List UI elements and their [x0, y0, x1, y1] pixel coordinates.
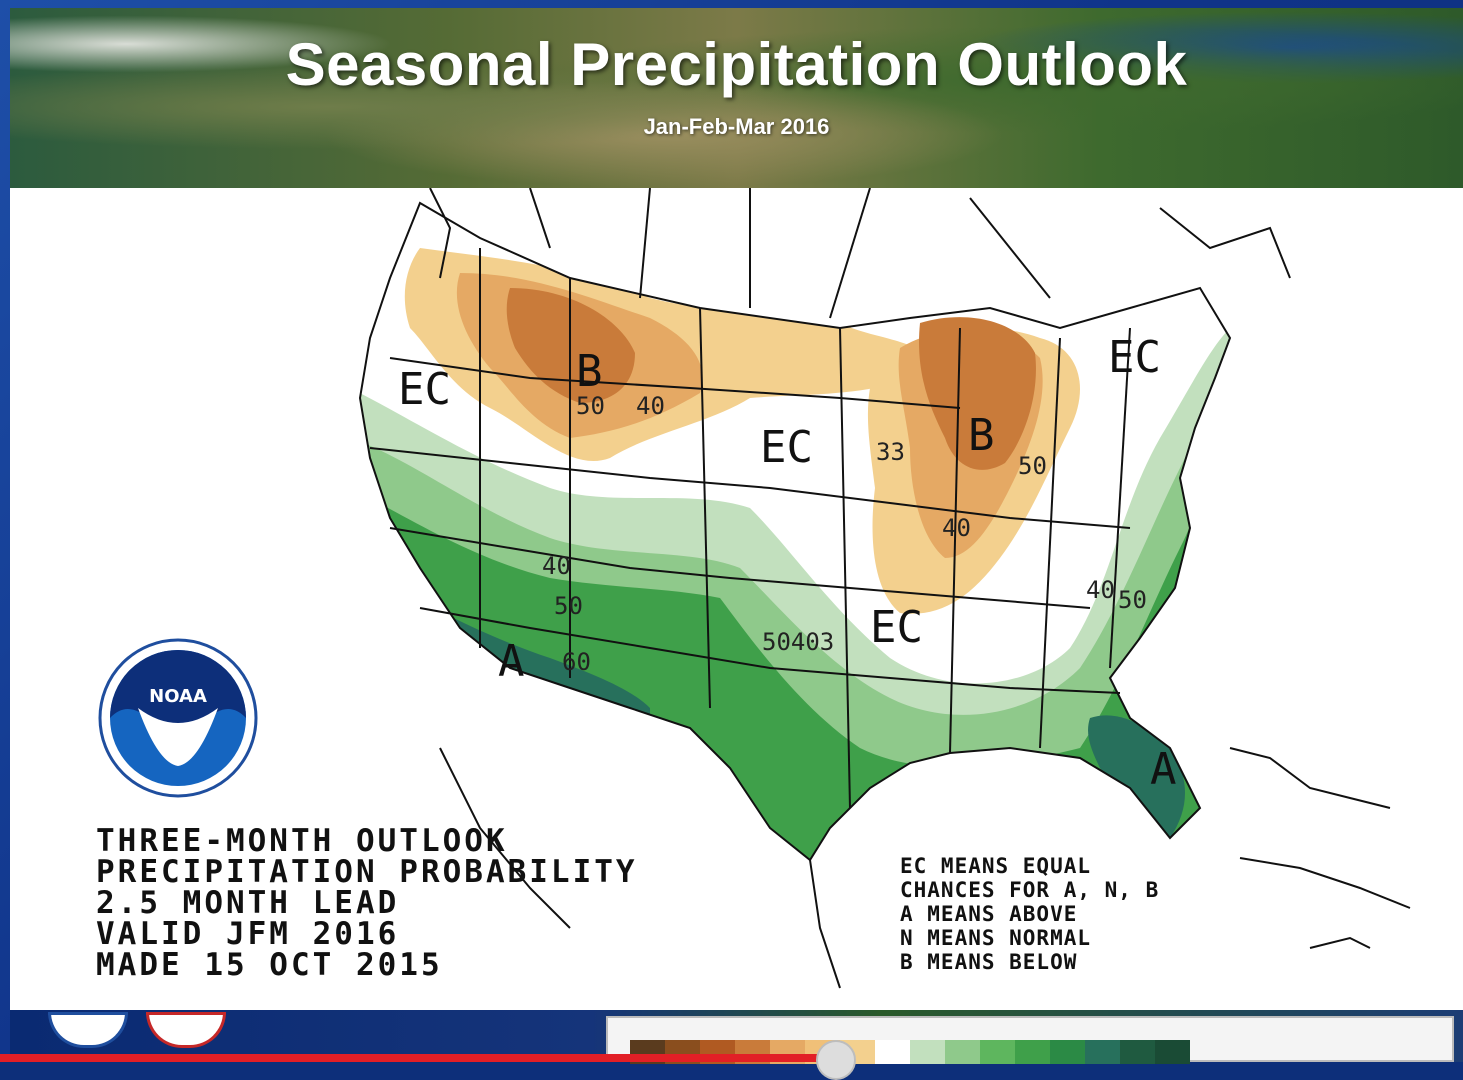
- info-line: VALID JFM 2016: [96, 916, 400, 952]
- region-below-50-great-lakes: [919, 317, 1036, 470]
- legend-line: B MEANS BELOW: [900, 950, 1078, 974]
- map-legend-text: EC MEANS EQUAL CHANCES FOR A, N, B A MEA…: [900, 854, 1159, 974]
- contour-label-tx-series: 50403: [762, 628, 835, 656]
- label-b-montana: B: [576, 346, 603, 397]
- outlook-info: THREE-MONTH OUTLOOK PRECIPITATION PROBAB…: [96, 826, 638, 981]
- contour-label-se-40: 40: [1086, 576, 1115, 604]
- banner-background: Seasonal Precipitation Outlook Jan-Feb-M…: [10, 8, 1463, 188]
- legend-line: CHANCES FOR A, N, B: [900, 878, 1160, 902]
- label-ec-new-england: EC: [1108, 332, 1161, 383]
- info-line: MADE 15 OCT 2015: [96, 947, 443, 983]
- color-scale-swatch: [945, 1040, 980, 1064]
- color-scale-swatch: [1015, 1040, 1050, 1064]
- color-scale-swatch: [1050, 1040, 1085, 1064]
- contour-label-sw-60: 60: [562, 648, 591, 676]
- contour-label-sw-40: 40: [542, 552, 571, 580]
- contour-label-gl-33: 33: [876, 438, 905, 466]
- label-a-southwest: A: [498, 636, 525, 687]
- region-above-60-florida: [1088, 715, 1185, 838]
- contour-label-gl-50: 50: [1018, 452, 1047, 480]
- info-line: PRECIPITATION PROBABILITY: [96, 854, 638, 890]
- noaa-logo: NOAA: [98, 638, 258, 798]
- state-borders: [358, 201, 1232, 862]
- color-scale-swatch: [980, 1040, 1015, 1064]
- legend-line: A MEANS ABOVE: [900, 902, 1078, 926]
- contour-label-sw-50: 50: [554, 592, 583, 620]
- label-ec-mississippi: EC: [870, 602, 923, 653]
- color-scale-swatch: [1155, 1040, 1190, 1064]
- contour-label-nw-50: 50: [576, 392, 605, 420]
- info-line: 2.5 MONTH LEAD: [96, 885, 400, 921]
- color-scale-swatch: [910, 1040, 945, 1064]
- color-scale-swatch: [1120, 1040, 1155, 1064]
- page-title: Seasonal Precipitation Outlook: [285, 31, 1188, 98]
- contour-label-se-50: 50: [1118, 586, 1147, 614]
- info-line: THREE-MONTH OUTLOOK: [96, 823, 508, 859]
- color-scale-swatch: [875, 1040, 910, 1064]
- video-scrubber-handle[interactable]: [816, 1040, 856, 1080]
- video-progress-bar[interactable]: [0, 1054, 834, 1062]
- map-panel: NOAA EC B EC B EC EC A A 50 40 33 50 40 …: [10, 188, 1463, 1010]
- label-a-florida: A: [1150, 744, 1177, 795]
- noaa-logo-text: NOAA: [149, 686, 207, 707]
- contour-label-nw-40: 40: [636, 392, 665, 420]
- contour-label-gl-40: 40: [942, 514, 971, 542]
- color-scale-swatch: [1085, 1040, 1120, 1064]
- us-precipitation-map: NOAA: [98, 188, 1411, 989]
- context-coastlines: [429, 188, 1411, 989]
- legend-line: EC MEANS EQUAL: [900, 854, 1092, 878]
- label-ec-northwest: EC: [398, 364, 451, 415]
- page-subtitle: Jan-Feb-Mar 2016: [643, 114, 830, 139]
- legend-line: N MEANS NORMAL: [900, 926, 1092, 950]
- label-ec-plains: EC: [760, 422, 813, 473]
- label-b-great-lakes: B: [968, 410, 995, 461]
